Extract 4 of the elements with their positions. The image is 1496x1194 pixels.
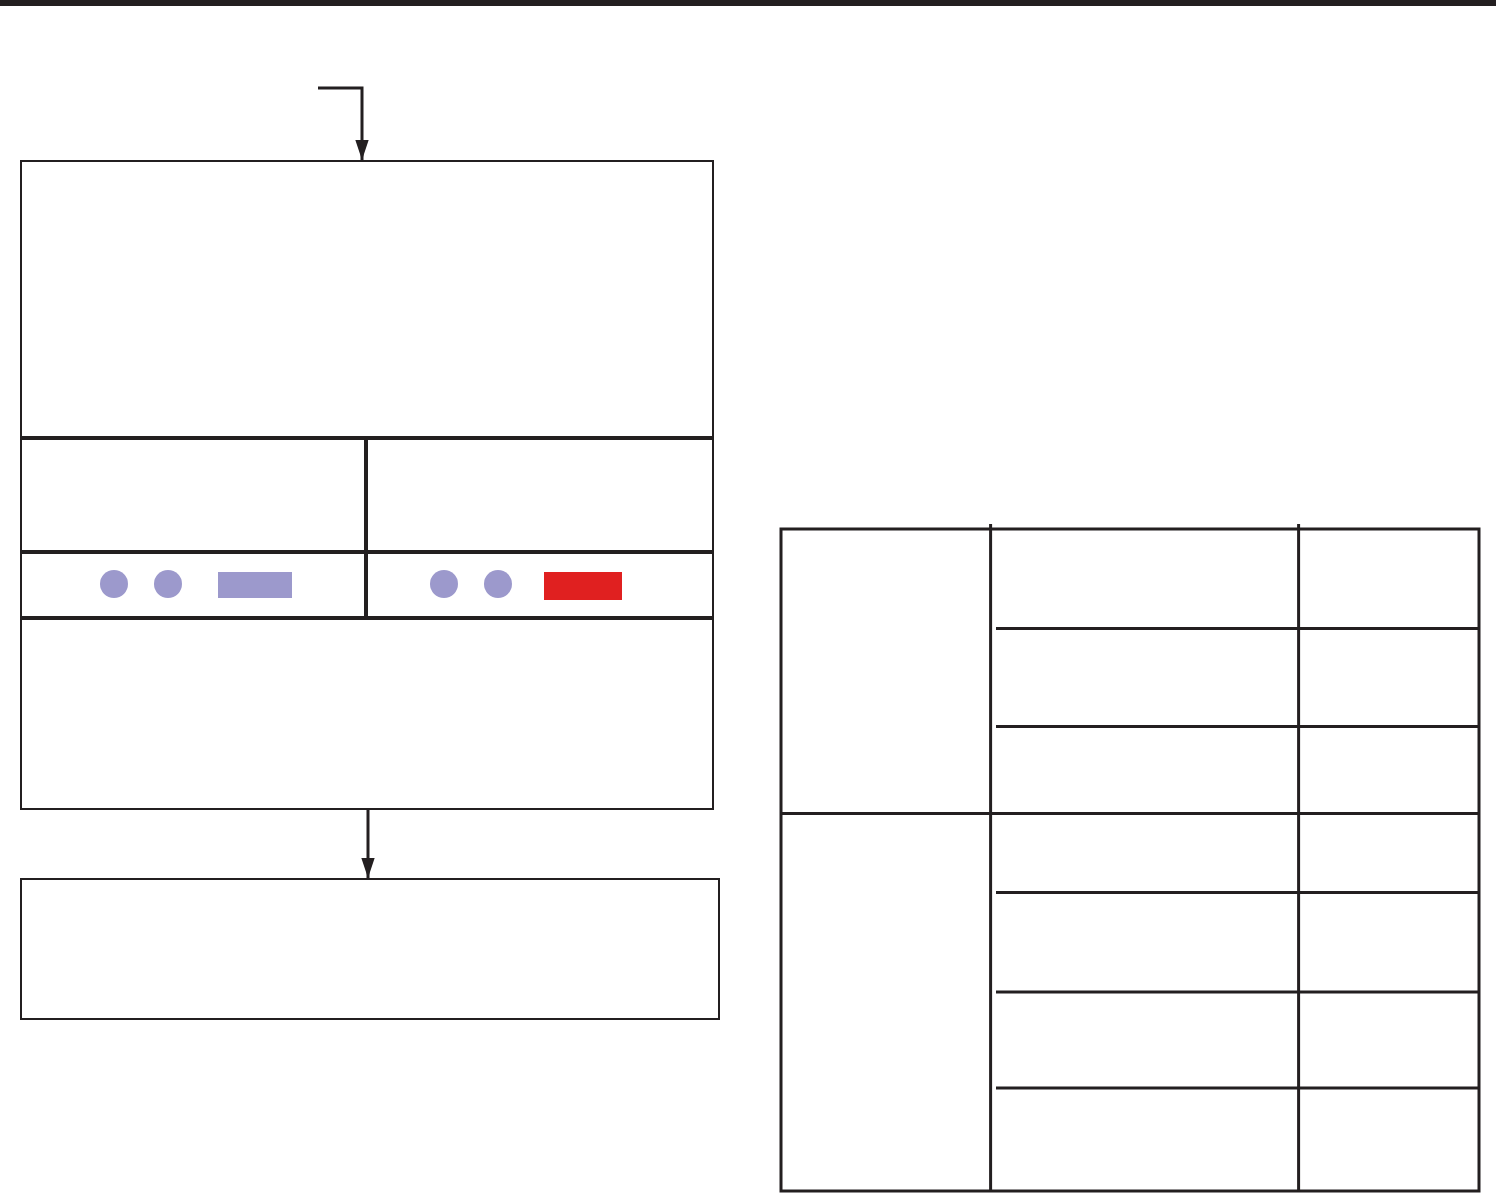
arrow	[361, 810, 375, 878]
arrow	[318, 86, 369, 160]
process-box	[20, 160, 714, 810]
process-box	[20, 878, 720, 1020]
